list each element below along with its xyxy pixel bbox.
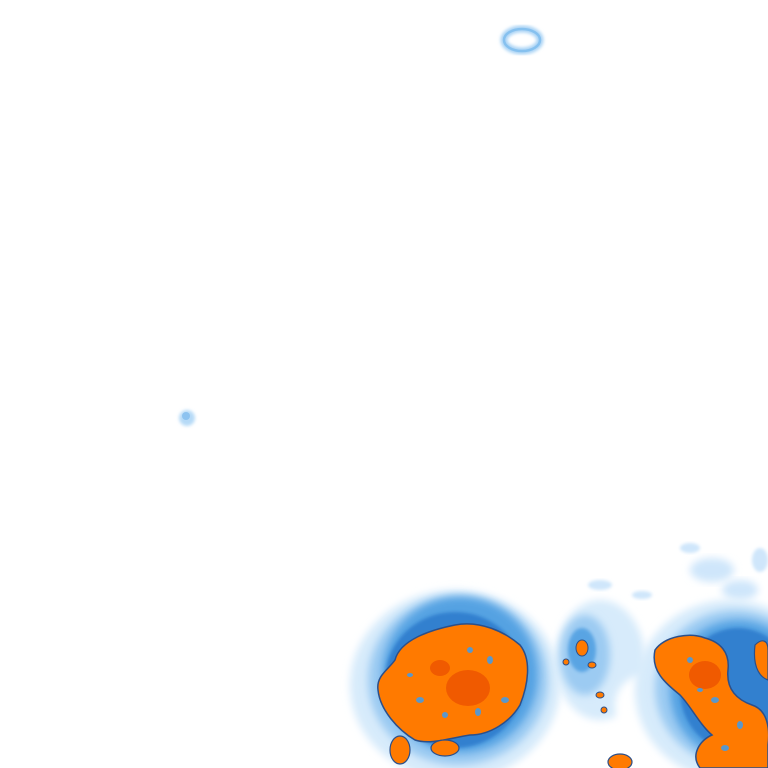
small-echo-left: [179, 410, 195, 426]
scattered-echoes-top-right: [588, 543, 768, 600]
storm-cell-left: [350, 590, 560, 768]
ring-echo-top: [500, 25, 544, 55]
storm-cell-right: [607, 600, 768, 768]
